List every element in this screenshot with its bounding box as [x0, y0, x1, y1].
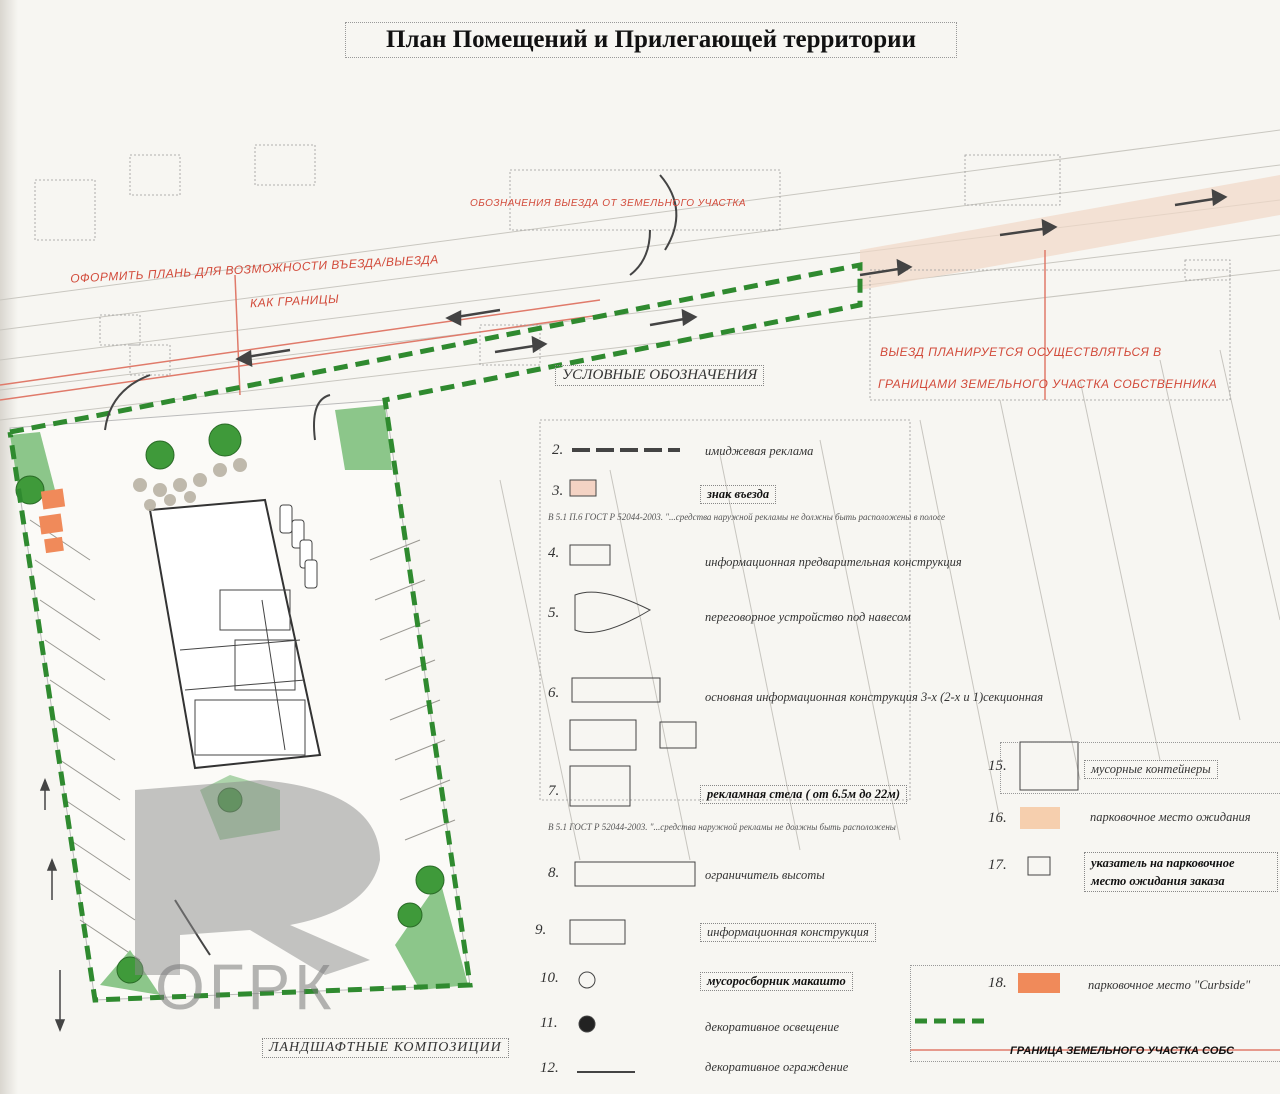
vertical-arrows [39, 777, 66, 1033]
legend-num: 4. [548, 545, 560, 561]
landscape-label: ЛАНДШАФТНЫЕ КОМПОЗИЦИИ [262, 1038, 509, 1058]
legend-num: 15. [988, 758, 1007, 774]
green-area [335, 405, 392, 470]
legend-note: В 5.1 П.6 ГОСТ Р 52044-2003. "...средств… [548, 512, 945, 522]
legend-item-label: информационная конструкция [700, 923, 876, 942]
legend-right-box [1000, 742, 1280, 794]
legend-item-label: ограничитель высоты [705, 868, 825, 882]
legend-item-label: парковочное место "Curbside" [1088, 978, 1251, 992]
green-area [395, 880, 468, 990]
page-title: План Помещений и Прилегающей территории [345, 22, 957, 58]
legend-item-label: декоративное ограждение [705, 1060, 849, 1074]
legend-num: 10. [540, 970, 559, 986]
legend-num: 11. [540, 1015, 558, 1031]
legend-num: 16. [988, 810, 1007, 826]
legend-num: 3. [552, 483, 564, 499]
legend-num: 7. [548, 783, 560, 799]
red-boundary-lines [0, 250, 1280, 1051]
watermark-logo [135, 780, 380, 975]
green-dashed-boundary [7, 261, 863, 1003]
legend-num: 8. [548, 865, 560, 881]
legend-num: 6. [548, 685, 560, 701]
road-label-3: ВЫЕЗД ПЛАНИРУЕТСЯ ОСУЩЕСТВЛЯТЬСЯ В [880, 345, 1162, 359]
legend-item-label: мусоросборник макашто [700, 972, 853, 991]
road-label-4: ГРАНИЦАМИ ЗЕМЕЛЬНОГО УЧАСТКА СОБСТВЕННИК… [878, 377, 1218, 391]
legend-num: 2. [552, 442, 564, 458]
road-label-5: ОБОЗНАЧЕНИЯ ВЫЕЗДА ОТ ЗЕМЕЛЬНОГО УЧАСТКА [470, 198, 747, 209]
legend-num: 5. [548, 605, 560, 621]
boundary-legend-label: ГРАНИЦА ЗЕМЕЛЬНОГО УЧАСТКА СОБС [1010, 1045, 1235, 1057]
right-parking-hatch [369, 539, 456, 841]
legend-item-label: парковочное место ожидания [1090, 810, 1251, 824]
curbside-parking [38, 488, 66, 554]
legend-num: 17. [988, 857, 1007, 873]
legend-item-label: указатель на парковочное место ожидания … [1084, 852, 1278, 892]
building-interior [179, 589, 306, 756]
left-parking-hatch [29, 519, 141, 961]
legend-heading: УСЛОВНЫЕ ОБОЗНАЧЕНИЯ [555, 365, 765, 386]
legend-num: 9. [535, 922, 547, 938]
decorative-plants [133, 458, 247, 511]
legend-num: 12. [540, 1060, 559, 1076]
legend-item-label: имиджевая реклама [705, 444, 814, 458]
legend-item-label: мусорные контейнеры [1084, 760, 1218, 779]
legend-item-label: декоративное освещение [705, 1020, 840, 1034]
drive-thru-cars [279, 504, 318, 589]
legend-note: В 5.1 ГОСТ Р 52044-2003. "...средства на… [548, 822, 896, 832]
watermark-text: ОГРК [155, 951, 336, 1023]
legend-item-label: знак въезда [700, 485, 777, 504]
legend-num: 18. [988, 975, 1007, 991]
legend-item-label: основная информационная конструкция 3-х … [705, 690, 1044, 704]
legend-right-box [910, 965, 1280, 1062]
traffic-arrows [235, 188, 1228, 368]
page-edge [0, 0, 18, 1094]
legend-item-label: рекламная стела ( от 6.5м до 22м) [700, 785, 907, 804]
legend-item-label: переговорное устройство под навесом [705, 610, 911, 624]
legend-item-label: информационная предварительная конструкц… [705, 555, 962, 569]
